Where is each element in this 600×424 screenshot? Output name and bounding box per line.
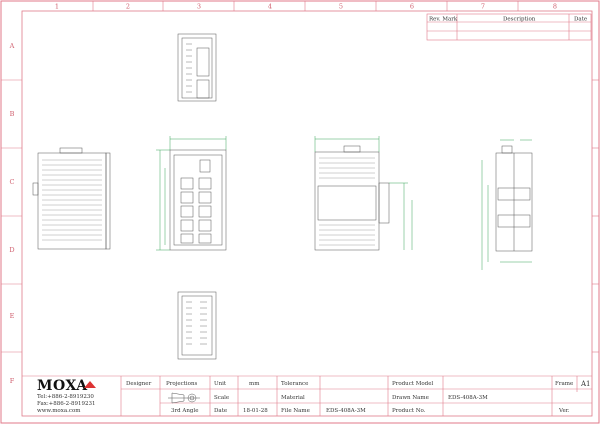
column-label: 1 [55, 3, 59, 11]
description-header: Description [503, 17, 536, 23]
row-label: F [10, 377, 15, 385]
projection-value: 3rd Angle [171, 408, 198, 414]
frame-label: Frame [555, 381, 573, 387]
row-label: C [10, 178, 15, 186]
top-view [177, 33, 217, 102]
tolerance-label: Tolerance [281, 381, 308, 387]
projections-label: Projections [166, 381, 198, 387]
front-view [169, 149, 227, 251]
row-label: B [10, 110, 15, 118]
frame-value: A1 [580, 380, 591, 388]
web-text: www.moxa.com [37, 408, 81, 414]
right-side-view [495, 145, 533, 252]
column-label: 2 [126, 3, 130, 11]
unit-label: Unit [214, 381, 227, 387]
bottom-view [177, 291, 217, 360]
date-label: Date [214, 408, 227, 414]
left-side-view [32, 147, 111, 250]
rear-view [314, 145, 390, 251]
column-label: 4 [268, 3, 272, 11]
column-label: 8 [553, 3, 557, 11]
column-label: 7 [481, 3, 485, 11]
fax-text: Fax:+886-2-8919231 [37, 401, 96, 407]
projection-symbol-icon [168, 392, 200, 404]
title-block [22, 375, 592, 416]
scale-label: Scale [214, 395, 229, 401]
product-model-label: Product Model [392, 381, 433, 387]
designer-label: Designer [126, 381, 152, 387]
drawn-name-label: Drawn Name [392, 395, 429, 401]
row-label: E [10, 312, 15, 320]
moxa-logo: MOXA [37, 378, 88, 394]
dimension-lines [156, 136, 532, 270]
unit-value: mm [249, 381, 260, 387]
file-name-label: File Name [281, 408, 310, 414]
column-label: 5 [339, 3, 343, 11]
product-no-label: Product No. [392, 408, 426, 414]
rev-mark-header: Rev. Mark [429, 17, 458, 23]
inner-frame [21, 10, 593, 417]
row-label: A [9, 42, 15, 50]
file-name-value: EDS-408A-3M [326, 408, 366, 414]
column-label: 6 [410, 3, 414, 11]
moxa-logo-accent [84, 381, 96, 388]
material-label: Material [281, 395, 305, 401]
row-label: D [9, 246, 14, 254]
date-value: 18-01-28 [243, 408, 268, 414]
revision-table [426, 13, 592, 41]
column-label: 3 [197, 3, 201, 11]
drawn-name-value: EDS-408A-3M [448, 395, 488, 401]
tel-text: Tel:+886-2-8919230 [37, 394, 94, 400]
ver-label: Ver. [558, 408, 570, 414]
date-header: Date [574, 17, 587, 23]
